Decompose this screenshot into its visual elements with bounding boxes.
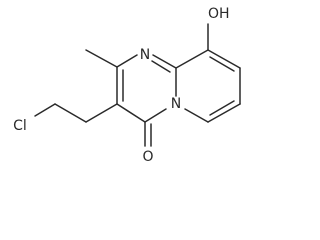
atom-label-n5: N bbox=[171, 96, 181, 112]
pyrimidinone-ring bbox=[116, 54, 177, 123]
substituents bbox=[34, 23, 209, 147]
chemical-structure: N N OH O Cl bbox=[13, 6, 241, 165]
atom-label-carbonyl-oxygen: O bbox=[142, 149, 153, 165]
bond-ch2-ch2 bbox=[54, 103, 87, 123]
bond-c7-c6 bbox=[207, 103, 241, 123]
bond-c6-n5 bbox=[184, 108, 209, 123]
bond-ch2-cl bbox=[34, 103, 56, 117]
bond-c7-c6-double bbox=[209, 100, 235, 116]
bond-n1-c2 bbox=[116, 54, 138, 68]
bond-c3-c4 bbox=[116, 103, 146, 123]
bond-c9a-n1-double bbox=[151, 60, 171, 73]
bond-c2-methyl bbox=[85, 49, 118, 68]
pyridine-ring bbox=[175, 49, 241, 123]
bond-c9-c8 bbox=[207, 49, 241, 69]
atom-label-hydroxyl: OH bbox=[208, 6, 230, 22]
bond-c3-ch2 bbox=[85, 103, 118, 123]
bond-c9a-n1 bbox=[152, 54, 177, 69]
bond-c4-n5 bbox=[144, 108, 167, 123]
bond-c9-c9a bbox=[175, 49, 209, 69]
atom-label-n1: N bbox=[140, 47, 150, 63]
bond-c9-c8-double bbox=[209, 56, 235, 72]
atom-label-chlorine: Cl bbox=[13, 118, 27, 134]
